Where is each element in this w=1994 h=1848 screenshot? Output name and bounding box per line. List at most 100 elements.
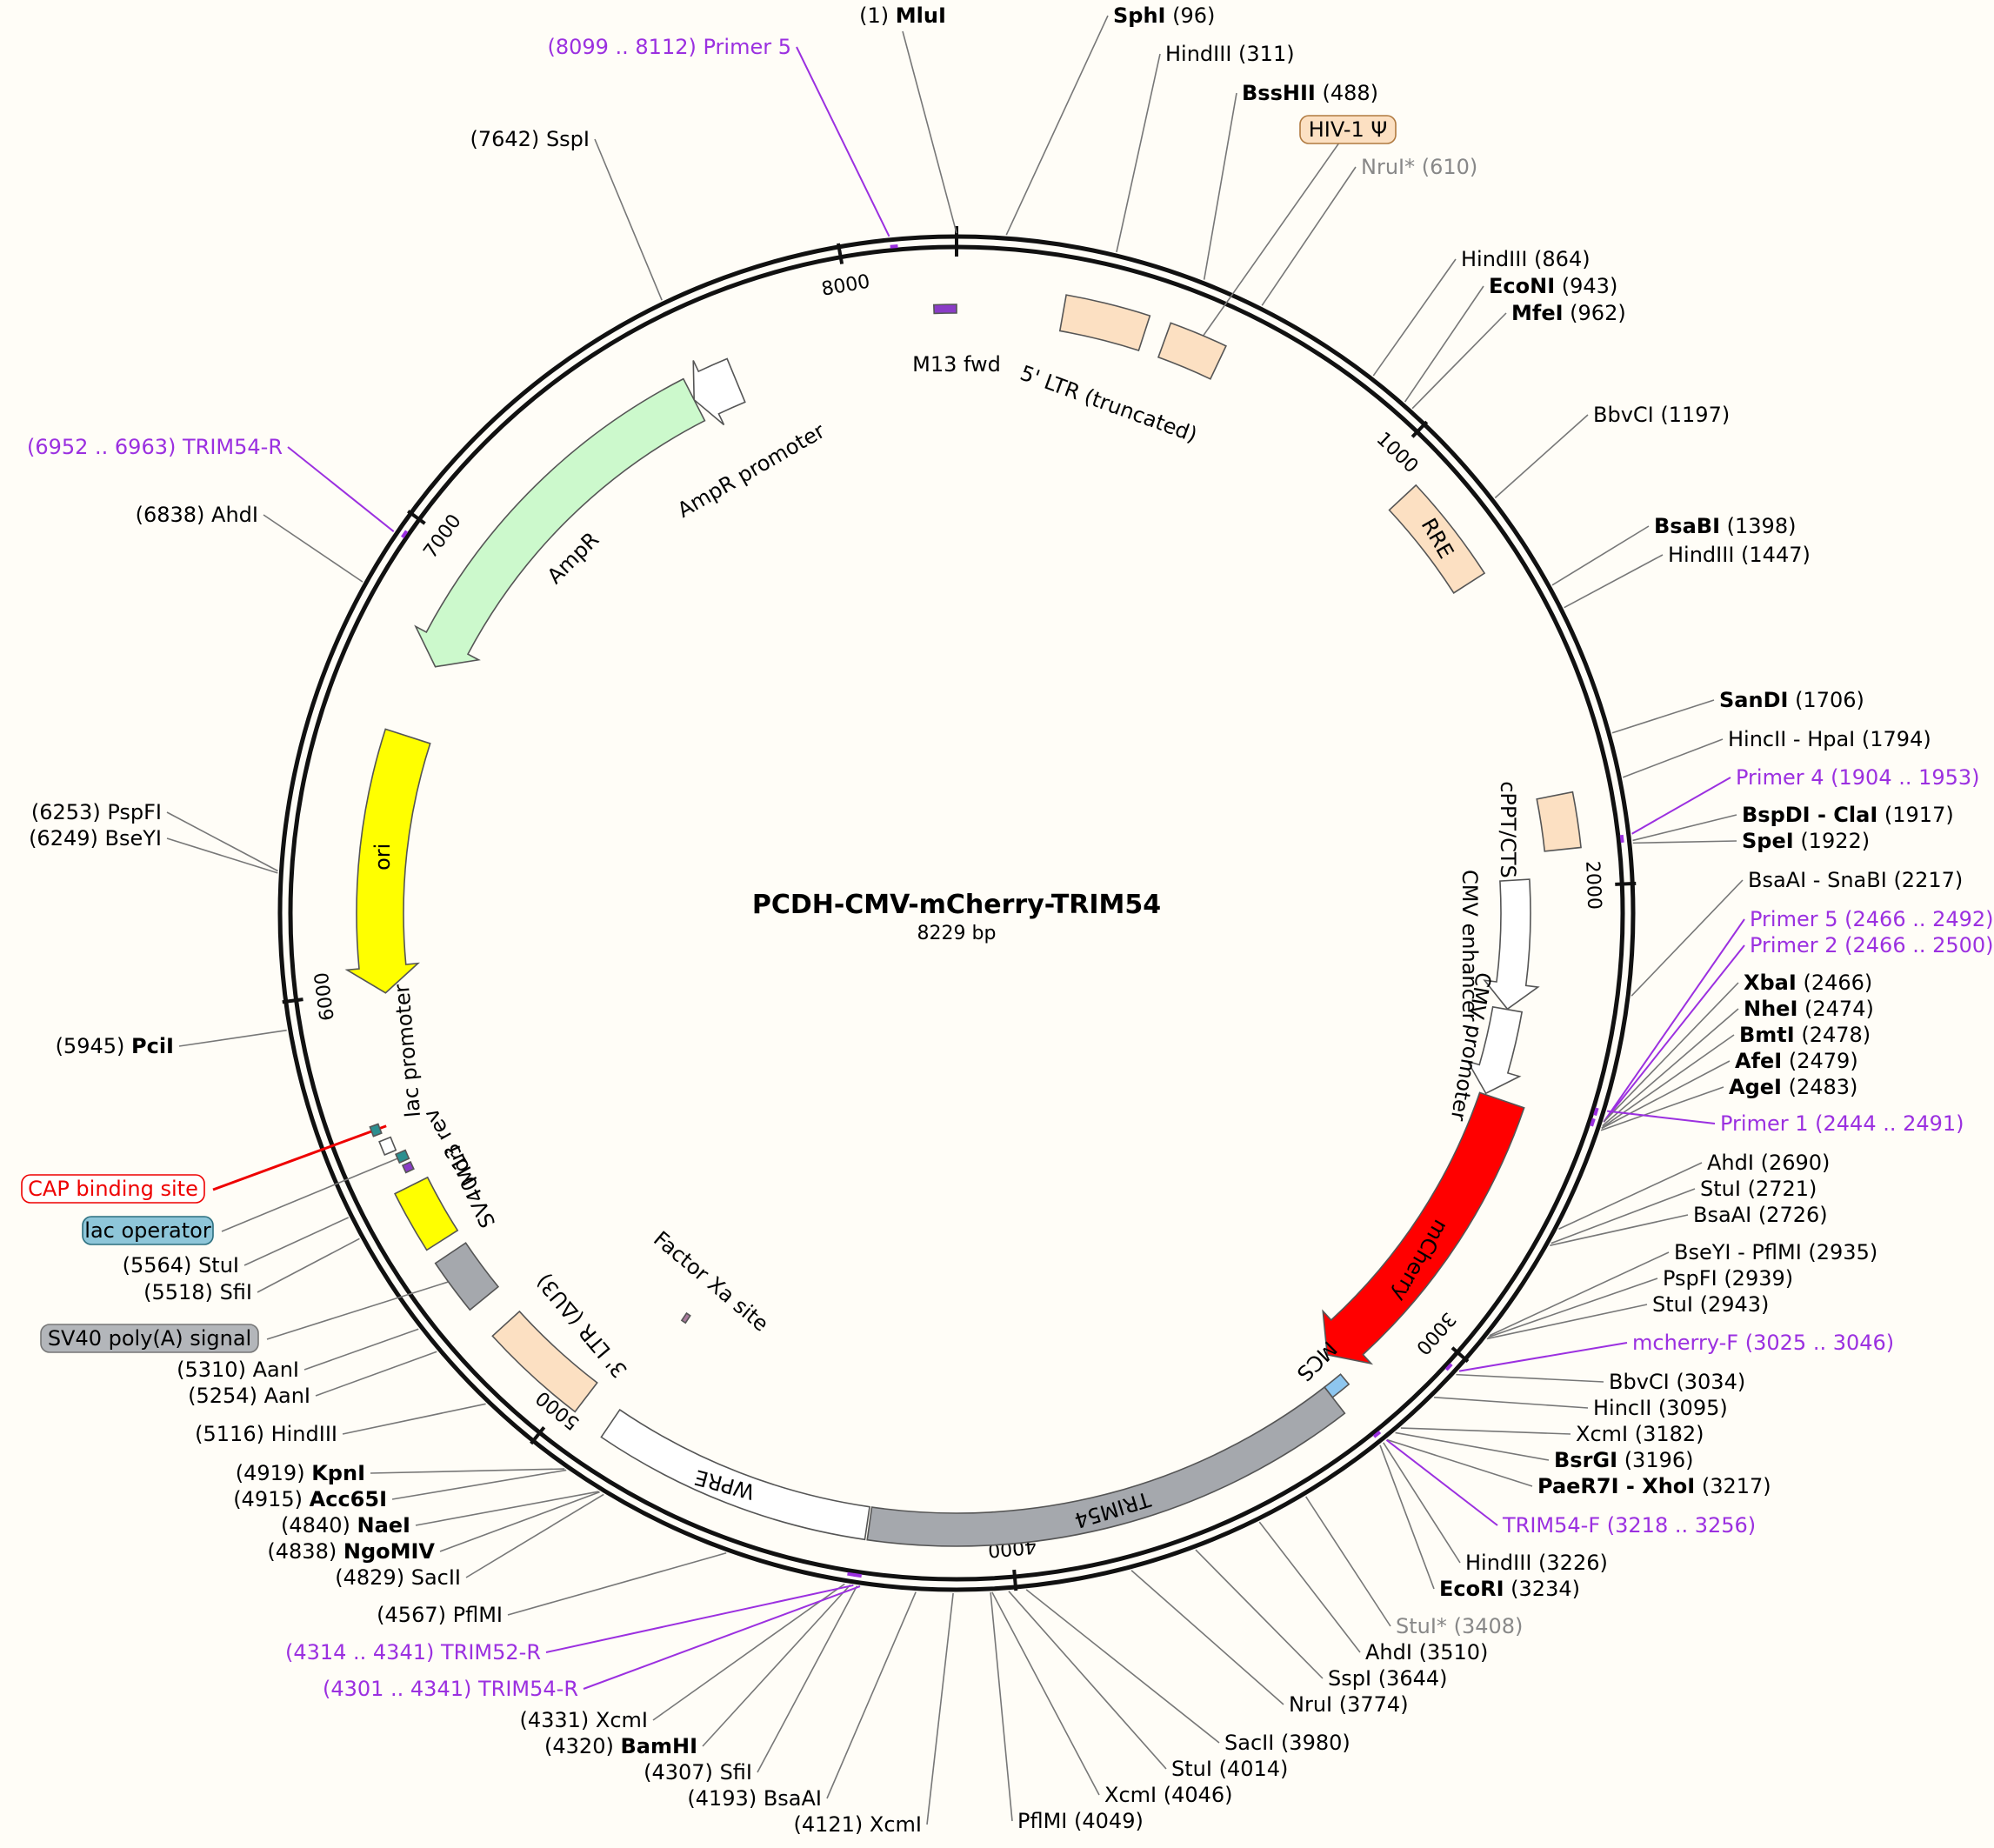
callout-label-cap-binding-site: CAP binding site [28, 1177, 198, 1201]
site-leader-line [1386, 1438, 1533, 1487]
site-position: (1197) [1660, 403, 1730, 427]
feature-lac-operator [395, 1149, 410, 1164]
site-label-stui: StuI (4014) [1171, 1757, 1288, 1781]
site-position: (4301 .. 4341) [323, 1677, 471, 1701]
feature-ampr [414, 377, 706, 668]
site-leader-line [1601, 1060, 1731, 1130]
site-label-ahdi: AhdI (2690) [1707, 1151, 1830, 1175]
site-position: (4829) [335, 1565, 404, 1590]
site-leader-line [826, 1591, 917, 1799]
site-leader-line [1258, 1521, 1361, 1653]
site-name: BsaAI [1693, 1203, 1751, 1227]
site-name: Primer 1 [1720, 1111, 1809, 1136]
site-name: AhdI [1707, 1151, 1754, 1175]
tick-mark [407, 510, 426, 525]
site-name: EcoRI [1439, 1577, 1504, 1601]
primer-mark [1444, 1363, 1453, 1371]
site-leader-line [1005, 15, 1109, 236]
callout-box-hiv-1 [1299, 115, 1397, 144]
site-label-sacii: (4829) SacII [335, 1565, 461, 1590]
site-position: (6838) [136, 503, 205, 527]
site-position: (3774) [1339, 1692, 1409, 1717]
site-position: (2478) [1801, 1023, 1871, 1047]
site-name: BssHII [1242, 81, 1316, 105]
site-leader-line [1411, 312, 1507, 410]
site-label-bbvci: BbvCI (1197) [1593, 403, 1730, 427]
site-position: (3226) [1538, 1551, 1608, 1575]
site-leader-line [1261, 166, 1357, 306]
site-label-pflmi: (4567) PflMI [377, 1603, 503, 1627]
site-label-xcmi: XcmI (4046) [1104, 1783, 1233, 1807]
site-position: (5518) [143, 1280, 213, 1304]
tick-mark [282, 997, 303, 1004]
site-leader-line [1611, 699, 1715, 734]
site-name: XbaI [1744, 971, 1797, 995]
site-leader-line [1488, 1278, 1658, 1338]
site-position: (2466 .. 2500) [1844, 933, 1993, 957]
site-name: PflMI [1017, 1809, 1067, 1833]
feature-sv40-ori [394, 1176, 459, 1251]
site-leader-line [287, 446, 395, 532]
site-name: StuI [1700, 1177, 1741, 1201]
site-label-spei: SpeI (1922) [1742, 829, 1870, 853]
site-label-naei: (4840) NaeI [281, 1513, 410, 1538]
site-position: (5564) [123, 1253, 192, 1278]
site-label-primer-2: Primer 2 (2466 .. 2500) [1750, 933, 1994, 957]
site-leader-line [1551, 1188, 1696, 1244]
site-leader-line [583, 1585, 861, 1690]
site-label-bbvci: BbvCI (3034) [1609, 1370, 1745, 1394]
site-name: NruI* [1361, 155, 1415, 179]
site-name: StuI [1171, 1757, 1212, 1781]
site-label-hindiii: HindIII (864) [1461, 247, 1591, 271]
site-position: (3408) [1454, 1614, 1524, 1638]
site-label-ecori: EcoRI (3234) [1439, 1577, 1580, 1601]
site-leader-line [465, 1493, 604, 1578]
site-leader-line [1558, 1162, 1703, 1231]
site-leader-line [652, 1583, 845, 1721]
callout-box-lac-operator [82, 1216, 214, 1245]
site-leader-line [1025, 1589, 1220, 1744]
site-leader-line [796, 46, 890, 237]
primer-mark [1372, 1430, 1382, 1438]
site-name: BbvCI [1609, 1370, 1670, 1394]
site-name: MluI [896, 3, 946, 28]
site-leader-line [1008, 1591, 1167, 1770]
feature-label-ori: ori [370, 844, 395, 871]
site-label-afei: AfeI (2479) [1735, 1049, 1858, 1073]
site-position: (4046) [1164, 1783, 1233, 1807]
site-position: (962) [1570, 301, 1626, 325]
site-position: (3234) [1511, 1577, 1580, 1601]
site-label-stui: (5564) StuI [123, 1253, 239, 1278]
feature-cppt-cts [1536, 791, 1582, 852]
site-label-agei: AgeI (2483) [1729, 1075, 1857, 1099]
feature-m13-fwd [932, 304, 957, 315]
site-name: SacII [411, 1565, 461, 1590]
site-position: (4840) [281, 1513, 350, 1538]
site-name: BmtI [1739, 1023, 1795, 1047]
feature-label-lac-promoter: lac promoter [390, 983, 425, 1118]
site-leader-line [507, 1552, 727, 1616]
site-label-bmti: BmtI (2478) [1739, 1023, 1871, 1047]
primer-mark [1593, 1107, 1599, 1117]
primer-mark [401, 530, 409, 539]
site-name: SspI [1328, 1666, 1371, 1691]
tick-label: 7000 [420, 510, 466, 563]
feature-hiv-1 [1157, 322, 1227, 380]
site-label-bsaai: BsaAI (2726) [1693, 1203, 1828, 1227]
site-name: PciI [131, 1034, 174, 1058]
site-leader-line [1551, 525, 1650, 586]
site-name: NruI [1289, 1692, 1332, 1717]
site-name: SspI [546, 127, 590, 151]
site-position: (2726) [1758, 1203, 1828, 1227]
site-label-sandi: SanDI (1706) [1719, 688, 1864, 712]
map-title: PCDH-CMV-mCherry-TRIM54 [752, 890, 1161, 920]
tick-mark [1450, 1346, 1470, 1364]
site-position: (1917) [1884, 803, 1954, 827]
site-label-mlui: (1) MluI [859, 3, 946, 28]
site-label-nrui: NruI (3774) [1289, 1692, 1409, 1717]
site-label-bsshii: BssHII (488) [1242, 81, 1378, 105]
site-label-primer-4: Primer 4 (1904 .. 1953) [1736, 765, 1980, 790]
site-label-bsrgi: BsrGI (3196) [1554, 1448, 1694, 1472]
site-name: mcherry-F [1632, 1331, 1738, 1355]
site-leader-line [303, 1328, 419, 1371]
